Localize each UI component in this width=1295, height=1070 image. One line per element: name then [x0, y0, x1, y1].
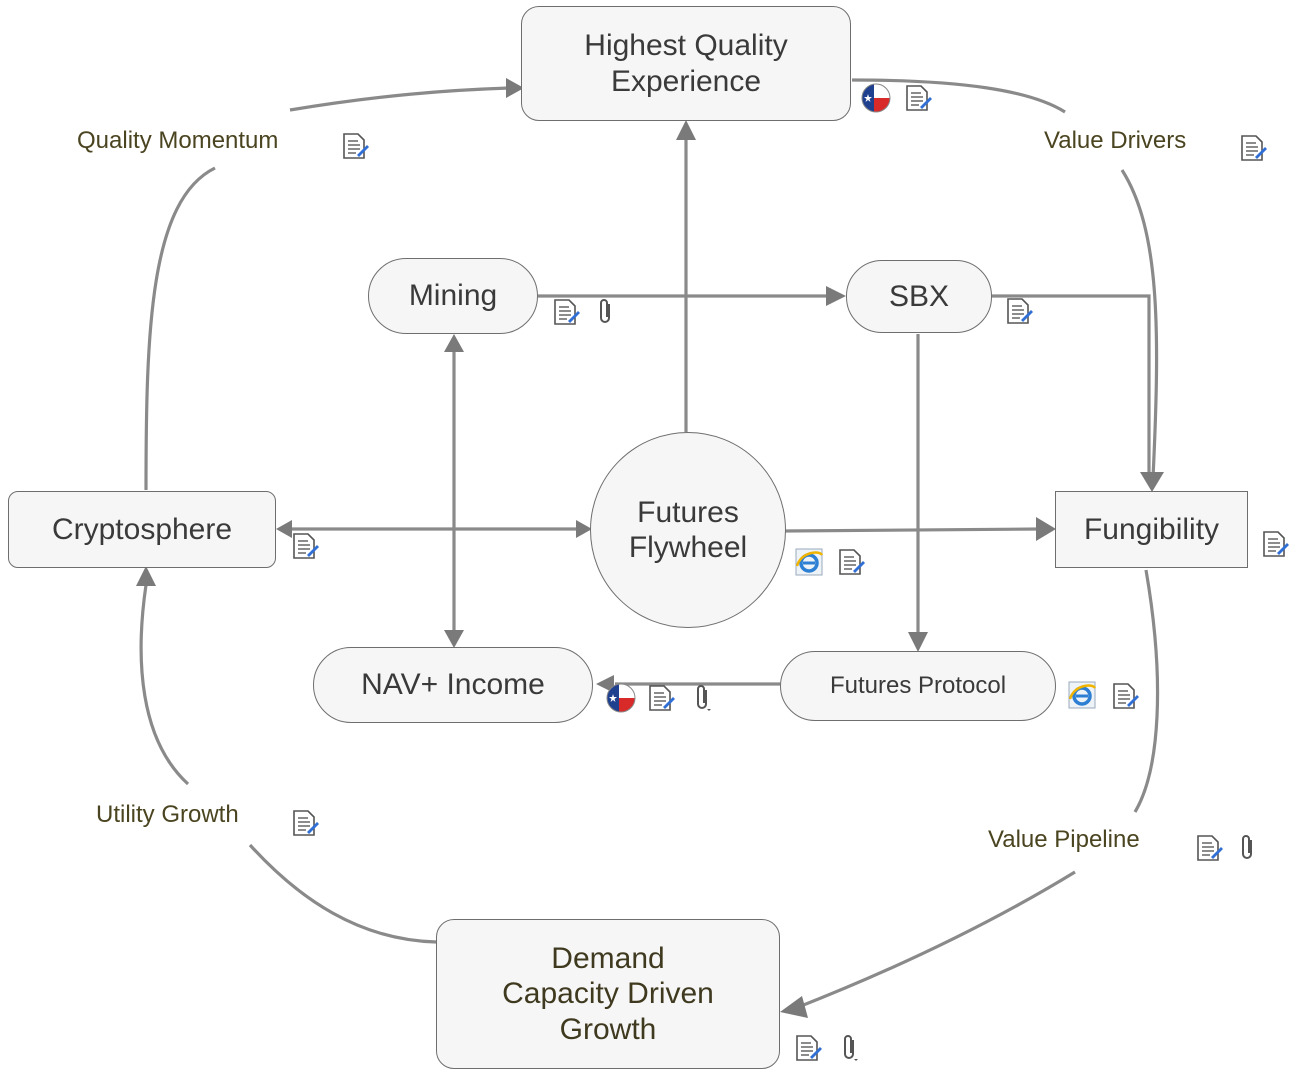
node-sbx[interactable]: SBX: [846, 260, 992, 333]
internet-explorer-icon[interactable]: [1066, 679, 1098, 711]
node-futures-protocol-label: Futures Protocol: [829, 671, 1007, 699]
label-utility-growth: Utility Growth: [96, 801, 239, 828]
node-nav-income-label: NAV+ Income: [361, 668, 545, 702]
edge-value-pipeline-top: [1133, 569, 1160, 813]
node-cryptosphere-label: Cryptosphere: [51, 512, 233, 546]
note-icon[interactable]: [1260, 529, 1290, 559]
node-demand[interactable]: Demand Capacity Driven Growth: [436, 919, 780, 1069]
node-futures-flywheel[interactable]: Futures Flywheel: [590, 432, 786, 628]
note-icon[interactable]: [290, 808, 320, 838]
arrowhead: [136, 566, 156, 586]
label-quality-momentum: Quality Momentum: [77, 127, 279, 154]
node-sbx-label: SBX: [888, 279, 950, 313]
arrowhead: [1140, 472, 1164, 492]
note-icon[interactable]: [1194, 833, 1224, 863]
node-highest-quality[interactable]: Highest Quality Experience: [521, 6, 851, 121]
edge-value-drivers: [1120, 169, 1159, 479]
note-icon[interactable]: [836, 547, 866, 577]
node-mining[interactable]: Mining: [368, 258, 538, 334]
node-futures-flywheel-label: Futures Flywheel: [628, 495, 748, 564]
arrowhead: [276, 520, 292, 538]
note-icon[interactable]: [903, 83, 933, 113]
edge-value-pipeline: [795, 870, 1076, 1010]
note-icon[interactable]: [551, 297, 581, 327]
note-icon[interactable]: [290, 531, 320, 561]
arrowhead: [576, 520, 592, 538]
arrowhead: [908, 632, 928, 652]
arrowhead: [1036, 517, 1056, 541]
edge-utility-growth-top: [139, 584, 190, 786]
note-icon[interactable]: [1238, 133, 1268, 163]
paperclip-icon[interactable]: [594, 297, 618, 327]
arrowhead: [596, 675, 614, 693]
node-fungibility[interactable]: Fungibility: [1055, 491, 1248, 568]
arrowhead: [444, 334, 464, 352]
note-icon[interactable]: [793, 1033, 823, 1063]
node-futures-protocol[interactable]: Futures Protocol: [780, 651, 1056, 721]
node-nav-income[interactable]: NAV+ Income: [313, 647, 593, 723]
edge-flywheel-to-fungibility: [783, 527, 1041, 533]
edge-quality-momentum-top: [289, 86, 511, 112]
node-cryptosphere[interactable]: Cryptosphere: [8, 491, 276, 568]
arrowhead: [780, 996, 808, 1018]
note-icon[interactable]: [1004, 296, 1034, 326]
label-value-pipeline: Value Pipeline: [988, 826, 1140, 853]
arrowhead: [676, 120, 696, 140]
arrowhead: [826, 286, 846, 306]
note-icon[interactable]: [1110, 681, 1140, 711]
paperclip-icon[interactable]: [1236, 833, 1260, 863]
node-highest-quality-label: Highest Quality Experience: [584, 29, 788, 98]
node-fungibility-label: Fungibility: [1083, 512, 1220, 546]
edge-value-drivers-top: [851, 78, 1066, 114]
node-demand-label: Demand Capacity Driven Growth: [502, 941, 714, 1046]
arrowhead: [506, 78, 524, 98]
paperclip-icon[interactable]: [838, 1033, 862, 1063]
edge-sbx-to-fungibility: [992, 294, 1151, 478]
texas-flag-icon[interactable]: [605, 682, 637, 714]
note-icon[interactable]: [340, 131, 370, 161]
texas-flag-icon[interactable]: [860, 82, 892, 114]
internet-explorer-icon[interactable]: [793, 546, 825, 578]
note-icon[interactable]: [646, 683, 676, 713]
node-mining-label: Mining: [408, 279, 498, 313]
arrowhead: [444, 630, 464, 648]
edge-quality-momentum: [144, 166, 216, 491]
label-value-drivers: Value Drivers: [1044, 127, 1187, 154]
paperclip-icon[interactable]: [691, 683, 715, 713]
edge-utility-growth: [248, 843, 437, 944]
